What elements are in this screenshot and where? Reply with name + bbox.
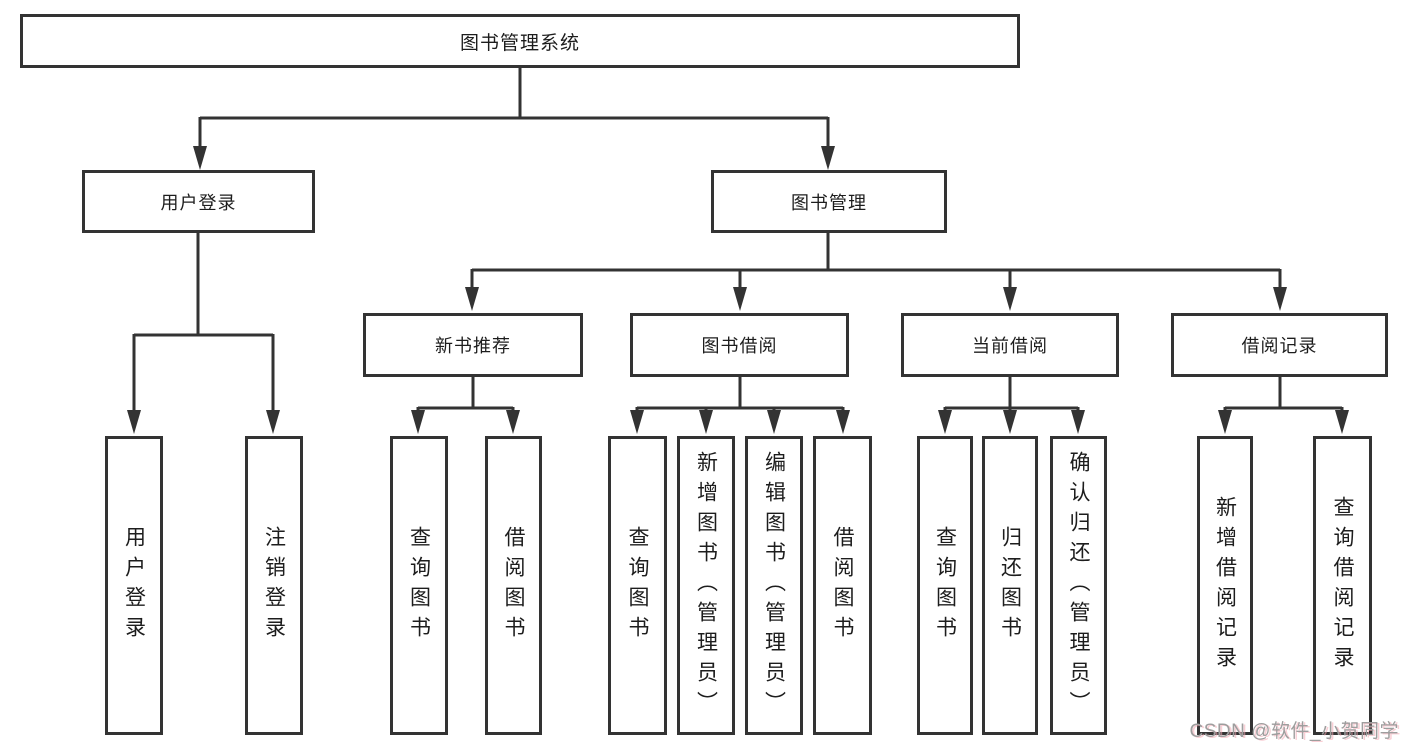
leaf-label: 编辑图书（管理员） bbox=[762, 450, 786, 721]
node-label: 新书推荐 bbox=[435, 336, 511, 356]
node-library-management-system: 图书管理系统 bbox=[20, 14, 1020, 68]
node-label: 借阅记录 bbox=[1241, 336, 1318, 356]
leaf-label: 注销登录 bbox=[262, 525, 286, 646]
node-user-login: 用户登录 bbox=[82, 170, 315, 233]
leaf-label: 用户登录 bbox=[122, 525, 146, 646]
connector-borrow-record-branch bbox=[1223, 377, 1344, 416]
leaf-return-book: 归还图书 bbox=[982, 436, 1038, 735]
leaf-query-book-3: 查询图书 bbox=[917, 436, 973, 735]
leaf-query-borrow-record: 查询借阅记录 bbox=[1313, 436, 1372, 735]
connector-book-mgmt-branch bbox=[470, 233, 1282, 294]
leaf-label: 查询图书 bbox=[407, 525, 431, 646]
arrowhead-icons bbox=[127, 146, 1349, 434]
leaf-label: 新增图书（管理员） bbox=[694, 450, 718, 721]
leaf-add-borrow-record: 新增借阅记录 bbox=[1197, 436, 1253, 735]
node-label: 当前借阅 bbox=[972, 336, 1048, 356]
node-label: 图书借阅 bbox=[701, 336, 778, 356]
leaf-label: 借阅图书 bbox=[831, 525, 854, 646]
node-label: 图书管理 bbox=[791, 192, 867, 213]
leaf-label: 查询图书 bbox=[626, 525, 649, 646]
node-book-management: 图书管理 bbox=[711, 170, 947, 233]
leaf-edit-book-admin: 编辑图书（管理员） bbox=[745, 436, 803, 735]
node-current-borrow: 当前借阅 bbox=[901, 313, 1119, 377]
node-label: 用户登录 bbox=[160, 192, 237, 213]
leaf-logout: 注销登录 bbox=[245, 436, 303, 735]
node-book-borrow: 图书借阅 bbox=[630, 313, 849, 377]
csdn-watermark: CSDN @软件_小贺同学 bbox=[1189, 721, 1399, 742]
leaf-label: 确认归还（管理员） bbox=[1067, 450, 1090, 721]
leaf-borrow-book-2: 借阅图书 bbox=[813, 436, 872, 735]
leaf-label: 查询图书 bbox=[933, 525, 957, 646]
leaf-user-login: 用户登录 bbox=[105, 436, 163, 735]
leaf-label: 查询借阅记录 bbox=[1331, 495, 1354, 676]
leaf-confirm-return-admin: 确认归还（管理员） bbox=[1050, 436, 1107, 735]
leaf-query-book-1: 查询图书 bbox=[390, 436, 448, 735]
node-borrow-record: 借阅记录 bbox=[1171, 313, 1388, 377]
node-new-book-recommend: 新书推荐 bbox=[363, 313, 583, 377]
leaf-label: 新增借阅记录 bbox=[1213, 495, 1237, 676]
connector-root-branch bbox=[198, 68, 830, 152]
leaf-query-book-2: 查询图书 bbox=[608, 436, 667, 735]
leaf-add-book-admin: 新增图书（管理员） bbox=[677, 436, 735, 735]
connector-new-book-branch bbox=[416, 377, 515, 416]
leaf-label: 借阅图书 bbox=[502, 525, 525, 646]
connector-user-login-branch bbox=[132, 233, 275, 416]
node-label: 图书管理系统 bbox=[459, 32, 580, 54]
leaf-label: 归还图书 bbox=[998, 525, 1022, 646]
connector-book-borrow-branch bbox=[635, 377, 845, 416]
leaf-borrow-book-1: 借阅图书 bbox=[485, 436, 542, 735]
